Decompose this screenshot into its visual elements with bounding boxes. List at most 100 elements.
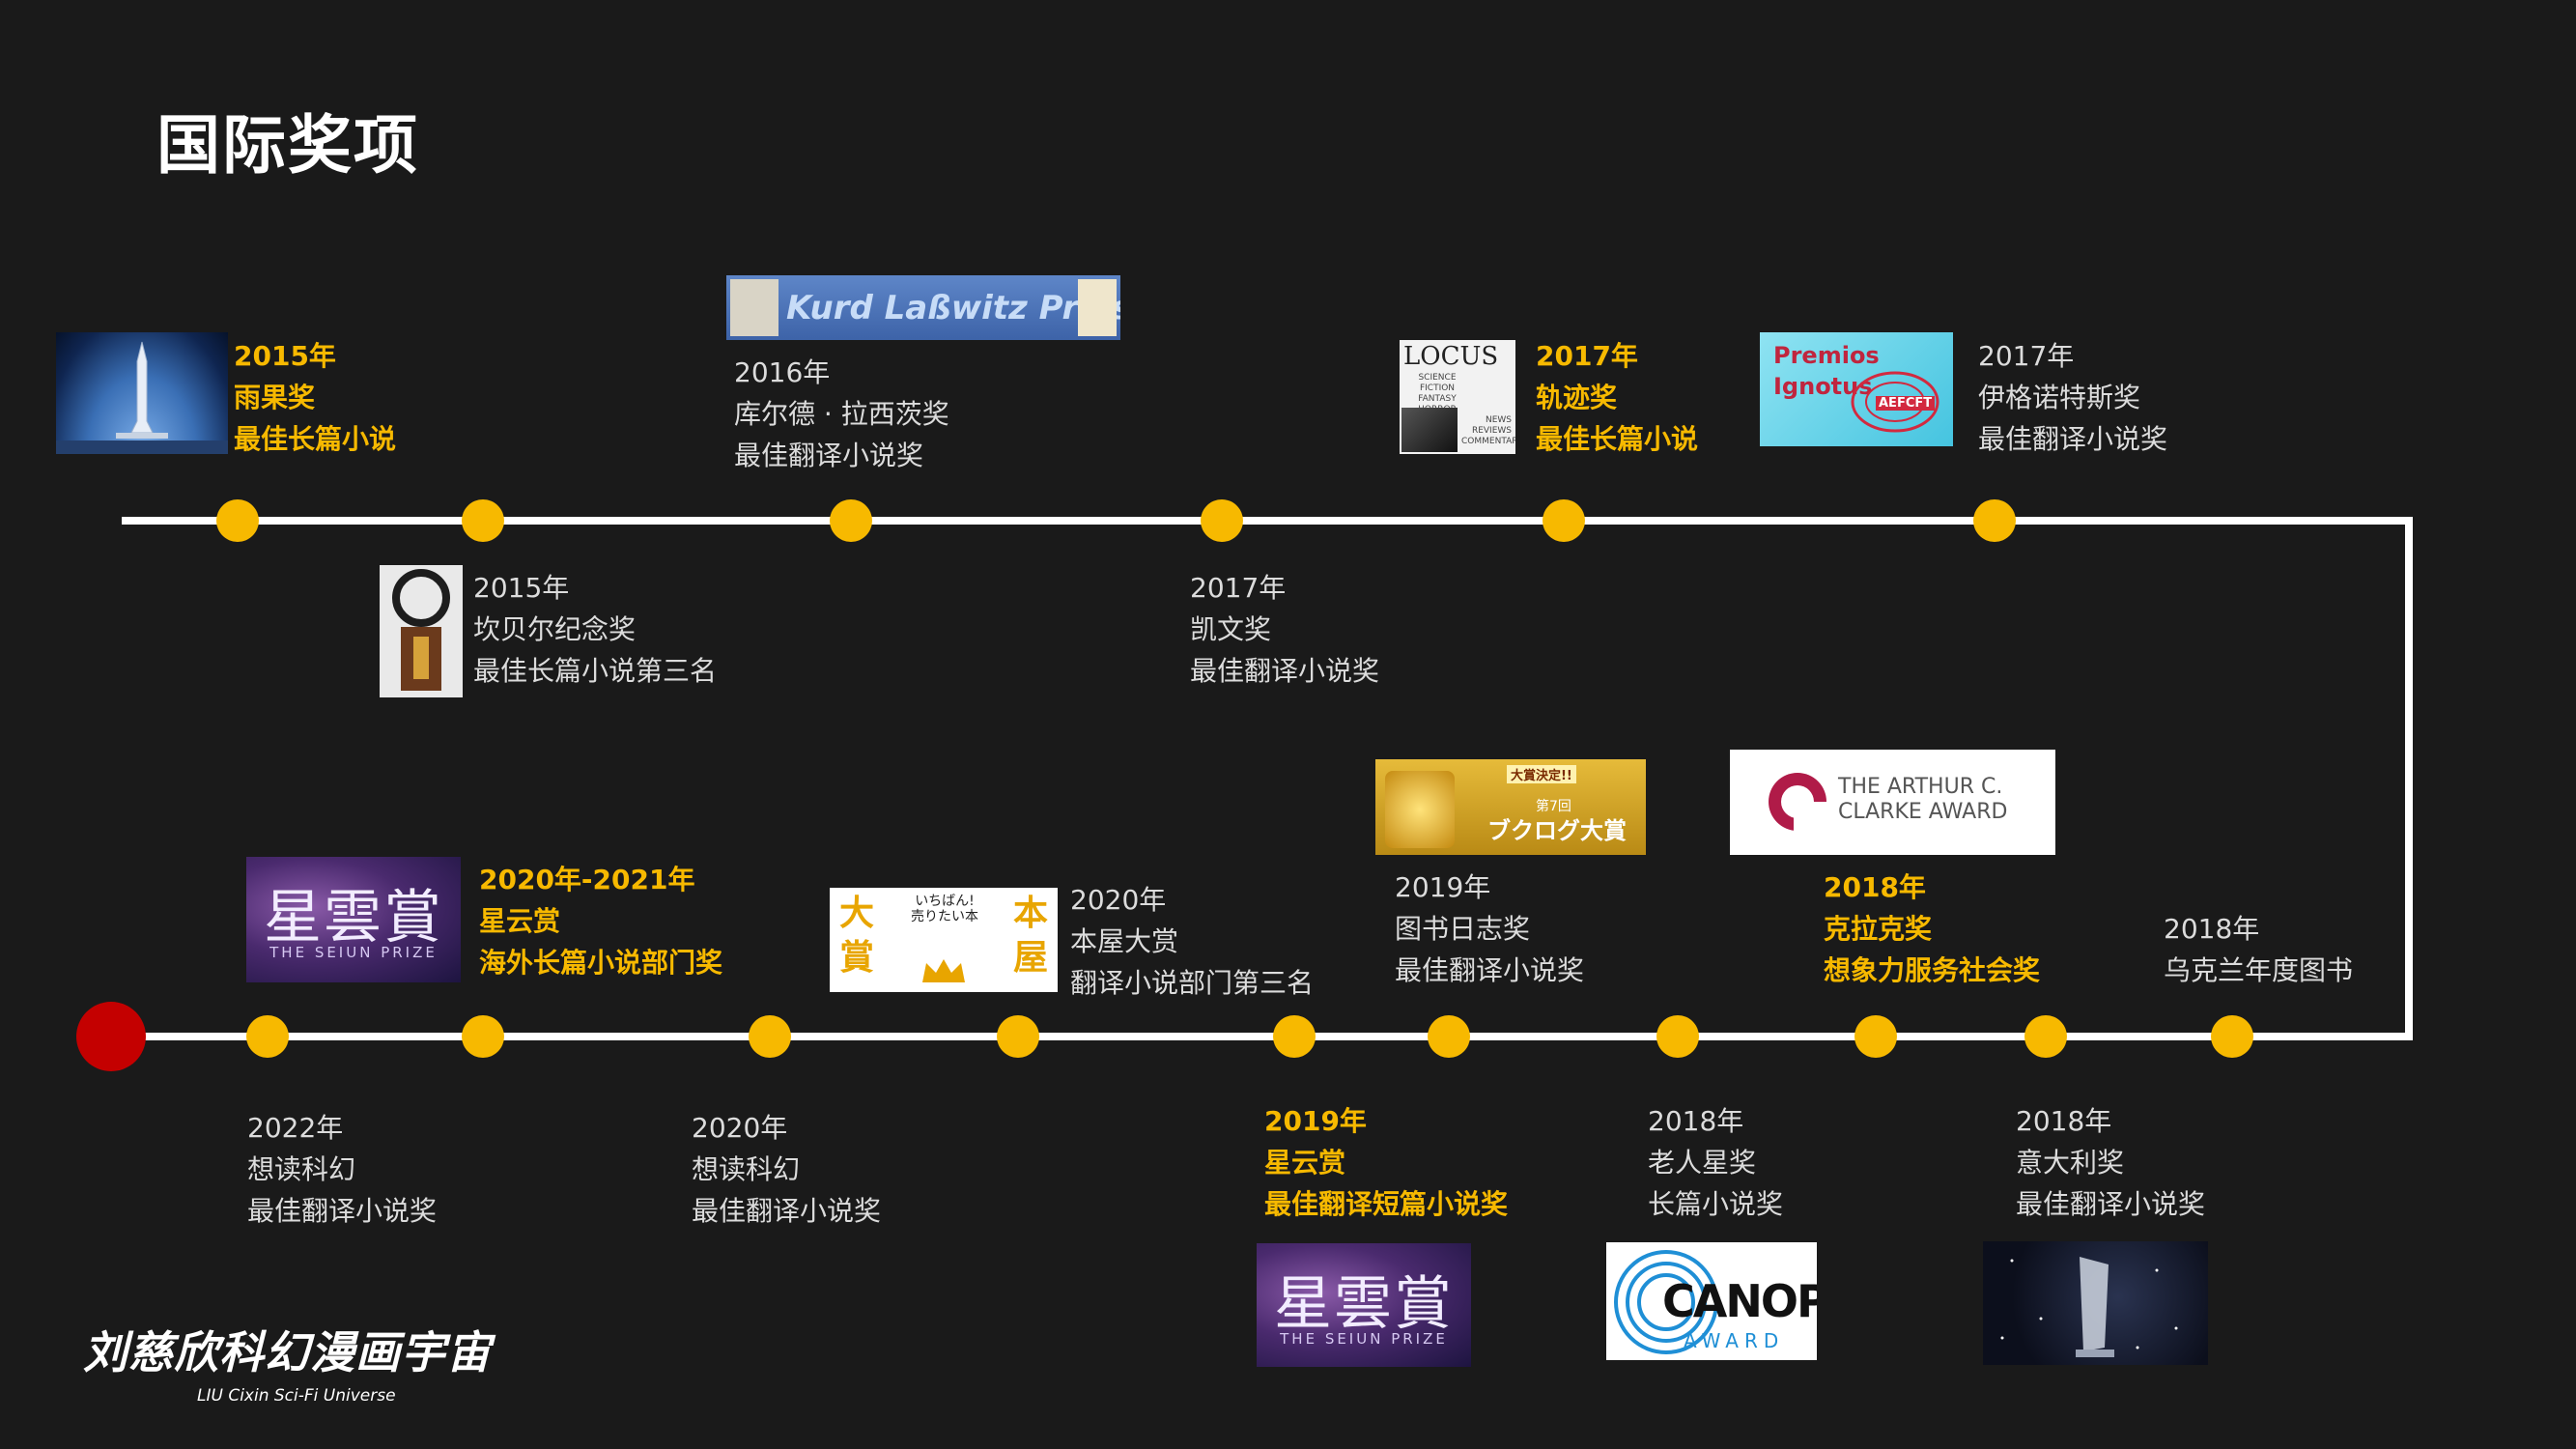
seiun-prize-logo-2019: 星雲賞 THE SEIUN PRIZE — [1257, 1243, 1471, 1367]
award-label-honya: 2020年 本屋大赏 翻译小说部门第三名 — [1070, 879, 1314, 1004]
award-year: 2018年 — [1824, 871, 1926, 903]
booklog-logo-sub: 第7回 — [1536, 799, 1571, 814]
timeline-dot-hugo — [216, 499, 259, 542]
hugo-award-logo — [56, 332, 228, 454]
award-name: 本屋大赏 — [1070, 925, 1179, 957]
rocket-trophy-icon — [56, 341, 228, 454]
kurd-lasswitz-logo: Kurd Laßwitz Preis — [726, 275, 1120, 340]
ignotus-logo-sub: AEFCFT — [1876, 396, 1936, 411]
honya-logo-right: 本屋 — [1013, 894, 1049, 978]
award-name: 克拉克奖 — [1824, 913, 1933, 945]
award-name: 凯文奖 — [1190, 613, 1272, 645]
award-name: 雨果奖 — [234, 382, 316, 413]
award-year: 2019年 — [1264, 1105, 1367, 1137]
timeline-dot-ignotus — [1973, 499, 2016, 542]
ignotus-logo-text: Premios Ignotus — [1773, 342, 1880, 400]
award-year: 2018年 — [2164, 913, 2260, 945]
award-label-hugo: 2015年 雨果奖 最佳长篇小说 — [234, 335, 396, 460]
glass-trophy-icon — [2000, 1257, 2178, 1357]
award-year: 2016年 — [734, 356, 831, 388]
award-name: 想读科幻 — [247, 1153, 356, 1185]
timeline-dot-locus — [1543, 499, 1585, 542]
timeline-dot-kelvin — [1201, 499, 1243, 542]
award-name: 库尔德 · 拉西茨奖 — [734, 398, 949, 430]
honya-logo-mid: いちばん!売りたい本 — [911, 894, 978, 924]
seiun-logo-sub: THE SEIUN PRIZE — [1280, 1330, 1448, 1348]
award-label-booklog: 2019年 图书日志奖 最佳翻译小说奖 — [1395, 867, 1584, 991]
canopus-logo-text: CANOPUS — [1662, 1275, 1817, 1327]
award-category: 最佳翻译短篇小说奖 — [1264, 1188, 1509, 1220]
award-category: 海外长篇小说部门奖 — [479, 947, 723, 979]
award-category: 最佳翻译小说奖 — [1190, 655, 1380, 687]
award-label-uklit: 2018年 乌克兰年度图书 — [2164, 908, 2353, 991]
award-year: 2019年 — [1395, 871, 1491, 903]
award-label-italia: 2018年 意大利奖 最佳翻译小说奖 — [2016, 1100, 2205, 1225]
award-label-clarke: 2018年 克拉克奖 想象力服务社会奖 — [1824, 867, 2040, 991]
seiun-prize-logo-2021: 星雲賞 THE SEIUN PRIZE — [246, 857, 461, 982]
brand-logo: 刘慈欣科幻漫画宇宙 LIU Cixin Sci-Fi Universe — [83, 1330, 492, 1406]
timeline-dot-xiangdu2020 — [749, 1015, 791, 1058]
award-name: 老人星奖 — [1648, 1147, 1757, 1179]
award-name: 坎贝尔纪念奖 — [473, 613, 637, 645]
seiun-logo-text: 星雲賞 — [264, 884, 443, 952]
seiun-logo-text: 星雲賞 — [1274, 1270, 1454, 1338]
award-label-canopus: 2018年 老人星奖 长篇小说奖 — [1648, 1100, 1783, 1225]
award-label-xiangdu2020: 2020年 想读科幻 最佳翻译小说奖 — [692, 1107, 881, 1232]
award-name: 伊格诺特斯奖 — [1978, 382, 2141, 413]
timeline-dot-italia — [2024, 1015, 2067, 1058]
timeline-dot-canopus — [1656, 1015, 1699, 1058]
booklog-award-logo: 大賞決定!! 第7回 ブクログ大賞 — [1375, 759, 1646, 855]
clarke-arch-icon — [1769, 773, 1826, 837]
award-label-lasswitz: 2016年 库尔德 · 拉西茨奖 最佳翻译小说奖 — [734, 352, 949, 476]
award-year: 2017年 — [1536, 340, 1638, 372]
honya-taisho-logo: 大賞 いちばん!売りたい本 本屋 — [830, 888, 1058, 992]
seiun-logo-sub: THE SEIUN PRIZE — [269, 944, 438, 961]
award-category: 最佳翻译小说奖 — [734, 440, 924, 471]
kurd-lasswitz-logo-text: Kurd Laßwitz Preis — [786, 289, 1120, 327]
crown-icon — [922, 959, 965, 982]
timeline-dot-honya — [997, 1015, 1039, 1058]
award-year: 2017年 — [1190, 572, 1287, 604]
award-label-campbell: 2015年 坎贝尔纪念奖 最佳长篇小说第三名 — [473, 567, 717, 692]
canopus-award-logo: CANOPUS AWARD — [1606, 1242, 1817, 1360]
award-category: 最佳翻译小说奖 — [2016, 1188, 2206, 1220]
award-category: 最佳长篇小说第三名 — [473, 655, 718, 687]
award-category: 最佳翻译小说奖 — [1978, 423, 2168, 455]
page-title: 国际奖项 — [156, 108, 419, 183]
concentric-orbit-icon — [1614, 1250, 1718, 1354]
award-label-seiun2019: 2019年 星云赏 最佳翻译短篇小说奖 — [1264, 1100, 1508, 1225]
award-label-seiun2021: 2020年-2021年 星云赏 海外长篇小说部门奖 — [479, 859, 722, 983]
timeline-dot-seiun2019 — [1273, 1015, 1316, 1058]
award-category: 最佳翻译小说奖 — [692, 1195, 882, 1227]
honya-logo-left: 大賞 — [839, 894, 875, 978]
timeline-dot-campbell — [462, 499, 504, 542]
award-label-xiangdu2022: 2022年 想读科幻 最佳翻译小说奖 — [247, 1107, 437, 1232]
award-name: 想读科幻 — [692, 1153, 801, 1185]
award-category: 最佳长篇小说 — [234, 423, 397, 455]
timeline-dot-booklog — [1428, 1015, 1470, 1058]
award-category: 最佳长篇小说 — [1536, 423, 1699, 455]
booklog-logo-top: 大賞決定!! — [1507, 765, 1576, 783]
award-category: 长篇小说奖 — [1648, 1188, 1784, 1220]
award-category: 最佳翻译小说奖 — [247, 1195, 438, 1227]
award-name: 意大利奖 — [2016, 1147, 2125, 1179]
award-year: 2017年 — [1978, 340, 2075, 372]
award-name: 图书日志奖 — [1395, 913, 1531, 945]
award-year: 2020年 — [692, 1112, 788, 1144]
timeline-top-line — [122, 517, 2413, 525]
italia-award-logo — [1983, 1241, 2208, 1365]
award-category: 想象力服务社会奖 — [1824, 954, 2041, 986]
canopus-logo-sub: AWARD — [1684, 1329, 1785, 1352]
brand-name: 刘慈欣科幻漫画宇宙 — [83, 1326, 492, 1378]
award-name: 乌克兰年度图书 — [2164, 954, 2354, 986]
award-year: 2015年 — [234, 340, 336, 372]
ring-trophy-icon — [392, 569, 450, 691]
award-year: 2018年 — [2016, 1105, 2112, 1137]
timeline-dot-xiangdu2022 — [246, 1015, 289, 1058]
clarke-award-logo: THE ARTHUR C. CLARKE AWARD — [1730, 750, 2055, 855]
ignotus-award-logo: Premios Ignotus AEFCFT — [1760, 332, 1953, 446]
timeline-dot-clarke — [1854, 1015, 1897, 1058]
locus-logo-sub2: NEWS REVIEWS COMMENTARY — [1461, 415, 1515, 446]
locus-logo-text: LOCUS — [1403, 342, 1499, 371]
booklog-logo-text: ブクログ大賞 — [1487, 817, 1627, 844]
